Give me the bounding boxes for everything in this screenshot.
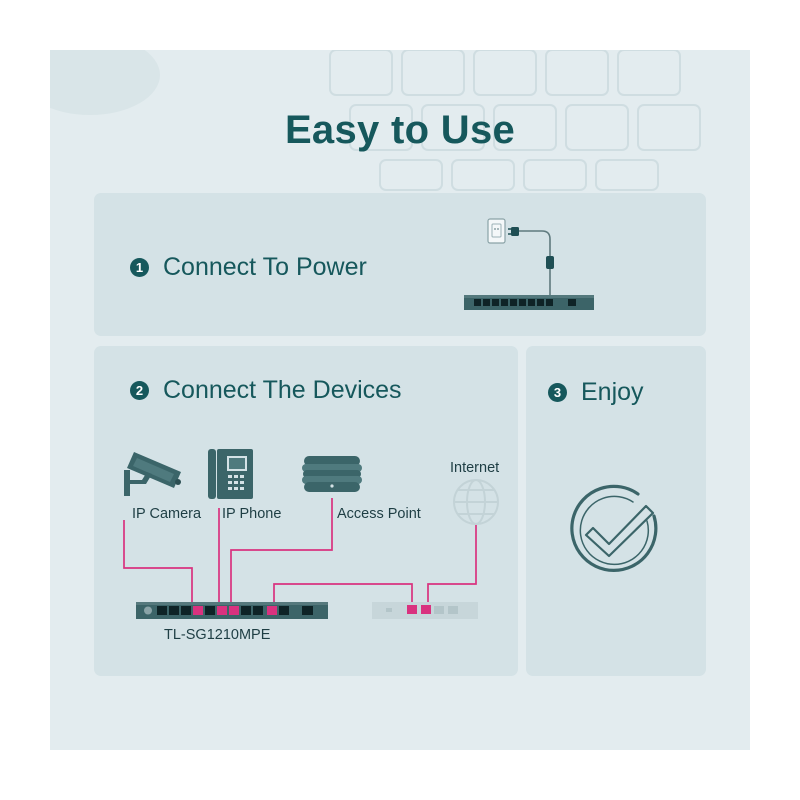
router-device <box>372 602 478 619</box>
internet-label: Internet <box>450 460 500 476</box>
switch-model-label: TL-SG1210MPE <box>164 627 271 643</box>
step-connect-devices: 2 Connect The Devices <box>130 376 402 405</box>
connect-devices-panel: 2 Connect The Devices <box>94 346 518 676</box>
step-label-enjoy: Enjoy <box>581 378 644 406</box>
step-label-connect-power: Connect To Power <box>163 253 367 281</box>
main-switch-device <box>136 602 328 619</box>
power-outlet-icon <box>487 218 506 244</box>
cables <box>123 498 477 604</box>
devices-diagram <box>123 449 499 619</box>
access-point-label: Access Point <box>337 506 421 522</box>
access-point-icon <box>302 456 362 492</box>
checkmark-circle-icon <box>570 484 658 572</box>
connect-power-panel: 1 Connect To Power <box>94 193 706 336</box>
globe-icon <box>453 479 499 525</box>
step-number-3: 3 <box>548 383 567 402</box>
power-plug-icon <box>508 227 519 236</box>
enjoy-panel: 3 Enjoy <box>526 346 706 676</box>
power-diagram <box>464 218 594 310</box>
keyboard-background <box>50 50 701 191</box>
ip-camera-label: IP Camera <box>132 506 202 522</box>
main-canvas: Easy to Use 1 Connect To Power <box>50 50 750 750</box>
ip-phone-icon <box>208 449 253 499</box>
step-label-connect-devices: Connect The Devices <box>163 376 402 404</box>
power-switch-device <box>464 295 594 310</box>
step-connect-power: 1 Connect To Power <box>130 253 367 282</box>
step-number-2: 2 <box>130 381 149 400</box>
step-number-1: 1 <box>130 258 149 277</box>
ip-phone-label: IP Phone <box>222 506 282 522</box>
step-enjoy: 3 Enjoy <box>548 378 644 407</box>
page-title: Easy to Use <box>284 108 516 152</box>
ip-camera-icon <box>124 452 181 496</box>
